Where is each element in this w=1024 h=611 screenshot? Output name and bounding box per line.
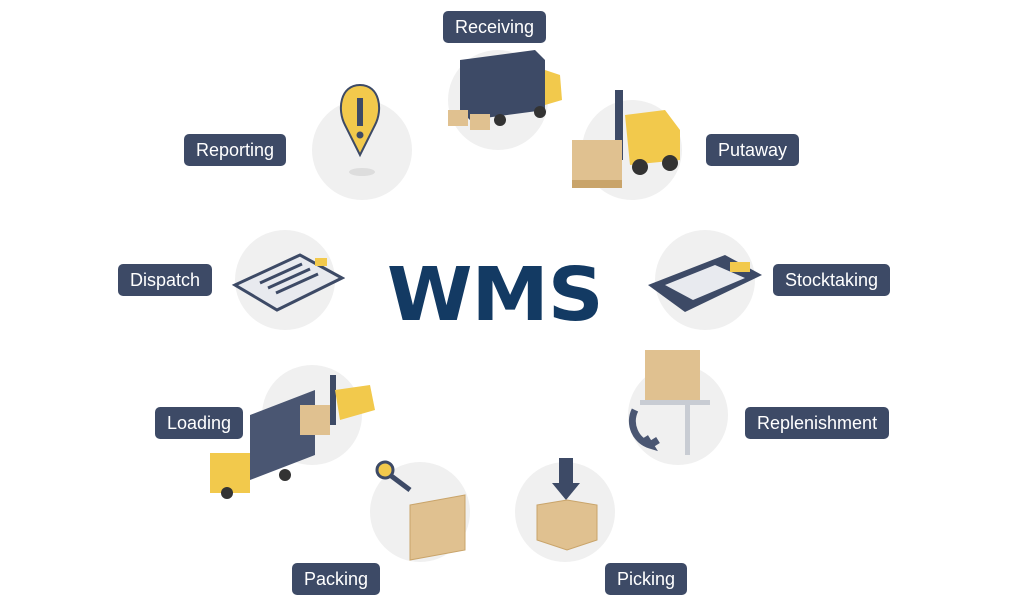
forklift-icon — [572, 90, 680, 188]
stage-label-reporting: Reporting — [184, 134, 287, 166]
stage-label-dispatch: Dispatch — [118, 264, 213, 296]
stage-label-putaway: Putaway — [706, 134, 800, 166]
stage-label-picking: Picking — [605, 563, 688, 595]
loading-truck-forklift-icon — [210, 375, 375, 499]
stage-label-loading: Loading — [155, 407, 244, 439]
stage-label-replenishment: Replenishment — [745, 407, 890, 439]
stage-label-packing: Packing — [292, 563, 381, 595]
picking-box-arrow-icon — [536, 458, 598, 551]
stage-label-receiving: Receiving — [443, 11, 547, 43]
exclamation-pin-icon — [339, 83, 381, 176]
replenishment-rack-icon — [628, 350, 710, 455]
wms-title: WMS — [386, 252, 604, 338]
packing-box-tape-icon — [375, 460, 466, 561]
document-icon — [231, 253, 345, 312]
stage-label-stocktaking: Stocktaking — [773, 264, 891, 296]
calculator-icon — [648, 255, 762, 312]
truck-icon — [448, 50, 562, 130]
